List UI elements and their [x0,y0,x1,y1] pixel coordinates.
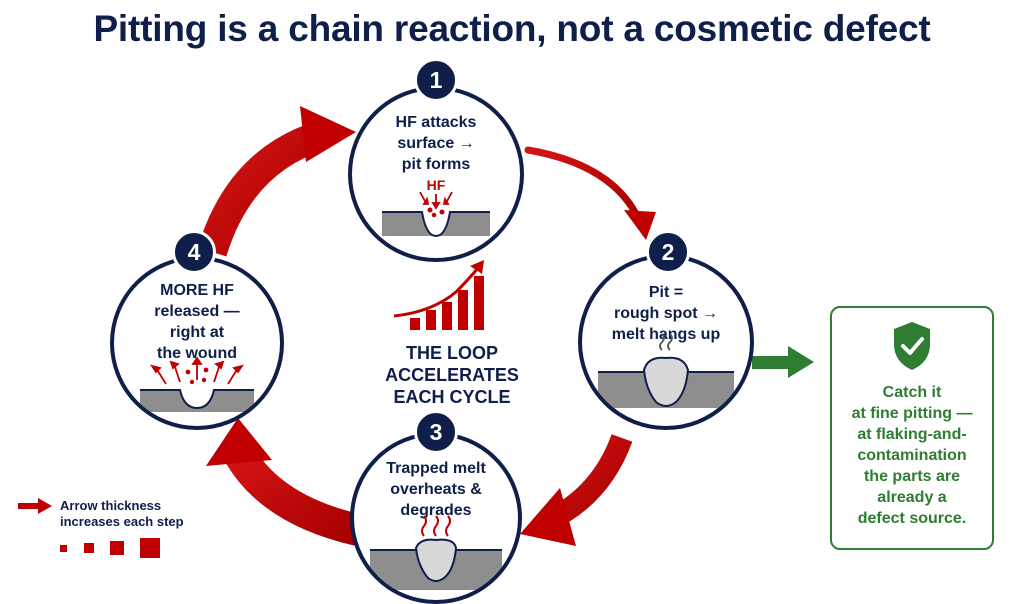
green-arrow-shaft [752,356,792,369]
step-2-line-2: rough spot → [614,305,718,322]
arrowhead-step-4-to-1 [300,106,356,162]
step-4-line-3: right at [169,324,225,341]
step-2-line-1: Pit = [648,284,684,301]
center-line-3: EACH CYCLE [393,387,511,407]
legend-line-1: Arrow thickness [60,498,162,513]
step-1-badge: 1 [414,58,458,102]
thickness-squares-icon [60,538,160,558]
center-line-1: THE LOOP [405,343,498,363]
callout-line-5: the parts are [863,468,961,485]
step-2-circle: Pit = rough spot → melt hangs up [578,254,754,430]
step-1-line-2: surface → [397,135,475,152]
page-title: Pitting is a chain reaction, not a cosme… [93,8,931,49]
step-3-badge: 3 [414,410,458,454]
step-1-line-3: pit forms [401,156,471,173]
step-1-hf-label: HF [427,177,446,193]
step-3-line-3: degrades [400,502,472,519]
center-line-2: ACCELERATES [385,365,519,385]
step-2-line-3: melt hangs up [611,326,721,343]
callout-line-3: at flaking-and- [857,426,967,443]
arrowhead-step-3-to-4 [206,418,272,466]
cycle-arrows [197,106,814,546]
catch-early-callout: Catch it at fine pitting — at flaking-an… [830,306,994,550]
melt-hang-up-icon [598,333,734,408]
arrowhead-step-2-to-3 [520,488,576,546]
arrow-step-4-to-1 [197,120,327,257]
step-1-line-1: HF attacks [395,114,477,131]
legend-text: Arrow thickness increases each step [60,498,230,530]
step-4-line-2: released — [154,303,240,320]
step-2-badge: 2 [646,230,690,274]
rising-bar-chart-icon [393,260,484,330]
callout-line-4: contamination [857,447,967,464]
green-arrow-head [788,346,814,378]
callout-line-1: Catch it [882,384,942,401]
infographic: Pitting is a chain reaction, not a cosme… [18,8,994,604]
step-3-line-1: Trapped melt [386,460,486,477]
callout-line-7: defect source. [857,510,967,527]
hf-release-arrows-icon [140,356,254,412]
step-1-circle: HF attacks surface → pit forms HF [348,86,524,262]
step-3-line-2: overheats & [390,481,482,498]
loop-accelerates-text: THE LOOP ACCELERATES EACH CYCLE [352,342,552,408]
step-3-circle: Trapped melt overheats & degrades [350,432,522,604]
arrowhead-step-1-to-2 [624,210,656,240]
step-4-line-4: the wound [157,345,237,362]
step-4-badge: 4 [172,230,216,274]
arrow-step-1-to-2 [524,146,644,226]
red-arrow-icon [18,498,52,514]
step-4-circle: MORE HF released — right at the wound [110,256,284,430]
legend-line-2: increases each step [60,514,184,529]
arrow-step-3-to-4 [223,443,362,546]
shield-check-icon [894,322,930,370]
hf-attack-pit-icon: HF [382,177,490,238]
step-4-line-1: MORE HF [160,282,234,299]
callout-line-6: already a [877,489,947,506]
overheat-heat-waves-icon [370,515,502,590]
callout-line-2: at fine pitting — [851,405,973,422]
